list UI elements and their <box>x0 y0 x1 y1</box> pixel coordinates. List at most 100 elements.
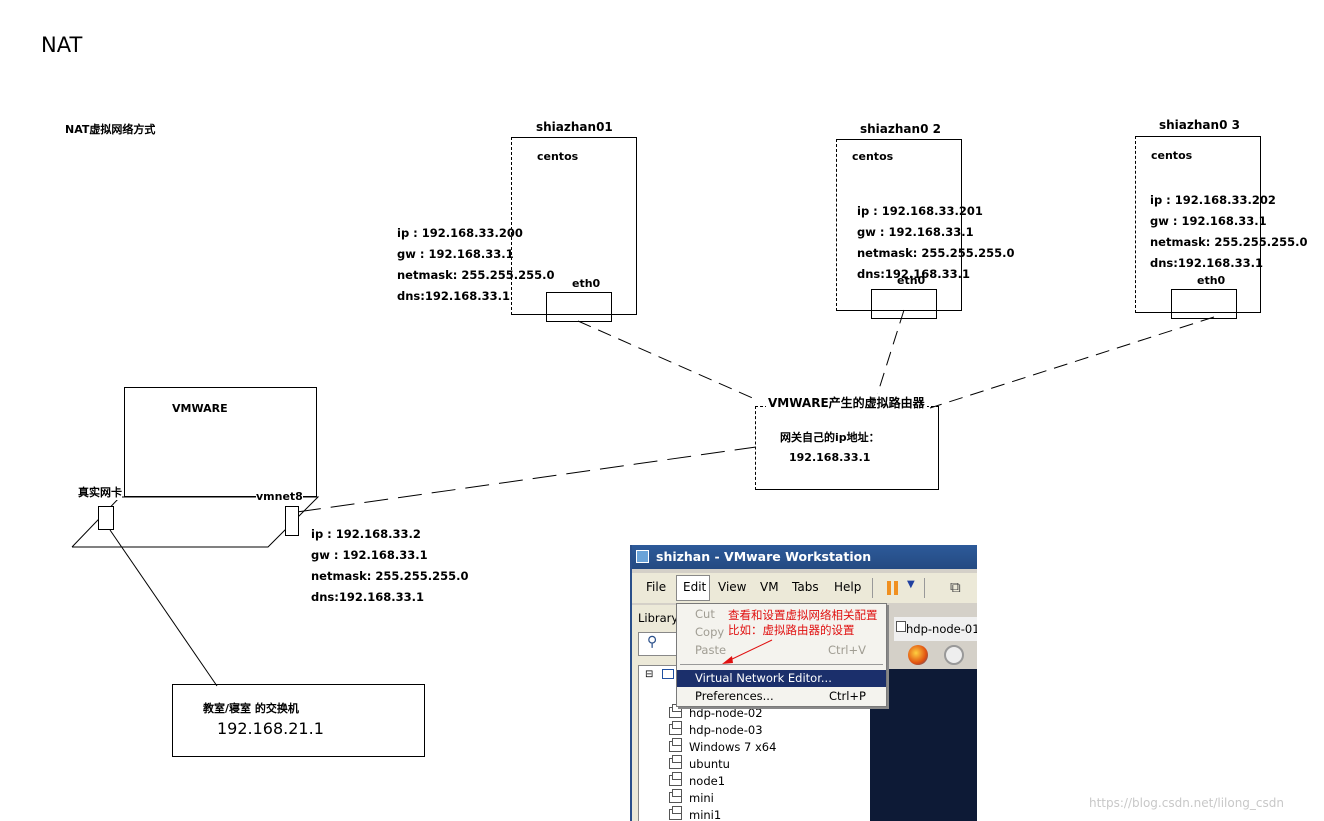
host3-box <box>1135 136 1261 313</box>
host1-ip: ip : 192.168.33.200 <box>397 226 523 240</box>
menu-vm[interactable]: VM <box>760 580 779 594</box>
window-titlebar: shizhan - VMware Workstation <box>632 545 977 569</box>
vmnet8-config: ip : 192.168.33.2 gw : 192.168.33.1 netm… <box>311 524 468 608</box>
host2-name: shiazhan0 2 <box>860 122 941 136</box>
host1-gw: gw : 192.168.33.1 <box>397 247 514 261</box>
host1-nic-label: eth0 <box>572 277 601 290</box>
host1-dns: dns:192.168.33.1 <box>397 289 510 303</box>
vmnet8-adapter <box>285 506 299 536</box>
menu-view[interactable]: View <box>718 580 747 594</box>
host1-netmask: netmask: 255.255.255.0 <box>397 268 555 282</box>
annotation-arrow <box>722 639 773 664</box>
tree-item[interactable]: mini1 <box>669 806 721 821</box>
host3-gw: gw : 192.168.33.1 <box>1150 214 1267 228</box>
host3-name: shiazhan0 3 <box>1159 118 1240 132</box>
network-icon[interactable]: ⧉ <box>950 578 961 596</box>
host2-nic-label: eth0 <box>897 274 926 287</box>
router-ip: 192.168.33.1 <box>789 451 871 464</box>
vm-icon <box>669 755 682 769</box>
toolbar-separator-2 <box>924 578 925 598</box>
tree-item[interactable]: ubuntu <box>669 755 730 771</box>
computer-icon <box>662 669 674 679</box>
tree-item[interactable]: mini <box>669 789 714 805</box>
host2-os: centos <box>852 150 894 163</box>
host1-config: ip : 192.168.33.200 gw : 192.168.33.1 ne… <box>397 223 554 307</box>
tree-collapse-icon[interactable]: ⊟ <box>645 669 654 680</box>
vm-icon <box>669 806 682 820</box>
toolbar-separator <box>872 578 873 598</box>
host1-nic <box>546 292 612 322</box>
annotation: 查看和设置虚拟网络相关配置 比如：虚拟路由器的设置 <box>728 608 878 638</box>
host3-nic-label: eth0 <box>1197 274 1226 287</box>
switch-box <box>172 684 425 757</box>
menu-tabs[interactable]: Tabs <box>792 580 819 594</box>
watermark: https://blog.csdn.net/lilong_csdn <box>1089 796 1284 810</box>
vmnet8-ip: ip : 192.168.33.2 <box>311 527 421 541</box>
menu-item-copy[interactable]: Copy <box>695 625 725 639</box>
vmnet8-netmask: netmask: 255.255.255.0 <box>311 569 469 583</box>
host2-config: ip : 192.168.33.201 gw : 192.168.33.1 ne… <box>857 201 1014 285</box>
menu-item-preferences[interactable]: Preferences...Ctrl+P <box>695 689 866 703</box>
firefox-icon[interactable] <box>908 645 928 665</box>
vmware-label: VMWARE <box>172 402 228 415</box>
host1-name: shiazhan01 <box>536 120 613 134</box>
host3-config: ip : 192.168.33.202 gw : 192.168.33.1 ne… <box>1150 190 1307 274</box>
menu-edit-highlight <box>676 575 710 601</box>
vm-icon <box>669 772 682 786</box>
library-label: Library <box>638 611 679 625</box>
host3-netmask: netmask: 255.255.255.0 <box>1150 235 1308 249</box>
vm-tab-icon <box>896 621 906 632</box>
vmnet8-gw: gw : 192.168.33.1 <box>311 548 428 562</box>
host2-nic <box>871 289 937 319</box>
annotation-line1: 查看和设置虚拟网络相关配置 <box>728 608 878 622</box>
vmware-app-icon <box>636 550 649 563</box>
link-host1-router <box>577 320 758 401</box>
menu-edit[interactable]: Edit <box>683 580 707 594</box>
vmnet8-label: vmnet8 <box>256 490 303 503</box>
host3-dns: dns:192.168.33.1 <box>1150 256 1263 270</box>
menu-item-cut[interactable]: Cut <box>695 607 715 621</box>
window-title: shizhan - VMware Workstation <box>656 549 872 564</box>
vm-tab[interactable]: hdp-node-01 <box>894 617 977 641</box>
tree-item[interactable]: Windows 7 x64 <box>669 738 776 754</box>
real-nic <box>98 506 114 530</box>
tree-item[interactable]: hdp-node-02 <box>669 704 763 720</box>
host1-os: centos <box>537 150 579 163</box>
vmware-box <box>124 387 317 497</box>
menu-help[interactable]: Help <box>834 580 862 594</box>
switch-label: 教室/寝室 的交换机 <box>203 702 299 715</box>
pause-icon[interactable] <box>887 581 891 595</box>
vm-icon <box>669 738 682 752</box>
clock-icon[interactable] <box>944 645 964 665</box>
switch-ip: 192.168.21.1 <box>217 719 324 738</box>
host2-box <box>836 139 962 311</box>
link-vmnet8-router <box>296 446 757 513</box>
library-search[interactable]: ⚲ <box>638 632 678 656</box>
menu-separator <box>680 664 883 665</box>
page-title: NAT <box>41 33 83 57</box>
host2-netmask: netmask: 255.255.255.0 <box>857 246 1015 260</box>
tree-item[interactable]: node1 <box>669 772 725 788</box>
menu-item-virtual-network-editor[interactable]: Virtual Network Editor... <box>677 670 886 687</box>
vm-tab-label: hdp-node-01 <box>906 622 977 636</box>
host1-box <box>511 137 637 315</box>
menubar: File Edit View VM Tabs Help ▼ ⧉ <box>632 573 977 603</box>
link-host3-router <box>929 316 1215 409</box>
host2-dns: dns:192.168.33.1 <box>857 267 970 281</box>
tree-item[interactable]: hdp-node-03 <box>669 721 763 737</box>
real-nic-label: 真实网卡 <box>78 484 122 500</box>
pause-icon-bar <box>894 581 898 595</box>
vmware-workstation-screenshot: shizhan - VMware Workstation File Edit V… <box>630 545 977 821</box>
router-title: VMWARE产生的虚拟路由器 <box>766 394 927 411</box>
vmnet8-dns: dns:192.168.33.1 <box>311 590 424 604</box>
router-gateway-label: 网关自己的ip地址： <box>780 431 880 444</box>
host2-gw: gw : 192.168.33.1 <box>857 225 974 239</box>
menu-file[interactable]: File <box>646 580 667 594</box>
vm-console-area[interactable] <box>870 669 977 821</box>
router-box <box>755 406 939 490</box>
dropdown-arrow-icon[interactable]: ▼ <box>907 579 915 590</box>
search-icon: ⚲ <box>647 634 658 650</box>
host3-ip: ip : 192.168.33.202 <box>1150 193 1276 207</box>
